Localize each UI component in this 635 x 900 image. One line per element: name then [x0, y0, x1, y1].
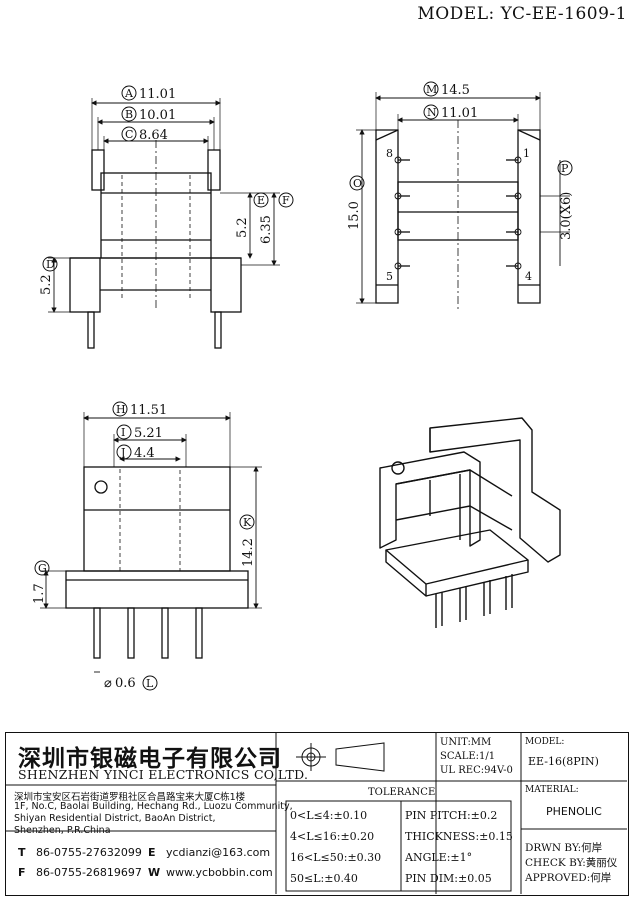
svg-text:B: B: [125, 108, 133, 121]
tolerance-title: TOLERANCE: [368, 787, 436, 798]
dim-f-value: 6.35: [259, 215, 274, 244]
angle-tolerance: ANGLE:±1°: [405, 851, 473, 864]
dim-d-value: 5.2: [39, 274, 54, 295]
technical-drawing: A 11.01 B 10.01 C 8.64 E 5.2 F 6.35 D 5.…: [32, 81, 574, 691]
address-cn: 深圳市宝安区石岩街道罗租社区合昌路宝来大厦C栋1楼: [14, 792, 246, 803]
svg-text:D: D: [46, 258, 55, 271]
drawing-model-label: MODEL: YC-EE-1609-1: [417, 4, 627, 24]
dim-j-value: 4.4: [134, 446, 155, 461]
approved-by: APPROVED:何岸: [525, 872, 612, 884]
address-en-line2: Shiyan Residential District, BaoAn Distr…: [14, 813, 216, 824]
svg-text:O: O: [353, 177, 362, 190]
svg-text:P: P: [561, 162, 569, 175]
pin-label-4: 4: [525, 270, 532, 283]
fax-label: F: [18, 866, 26, 879]
dim-c-value: 8.64: [139, 128, 168, 143]
front-view: [48, 98, 280, 349]
email-label: E: [148, 846, 156, 859]
web-address: www.ycbobbin.com: [166, 866, 273, 879]
thickness-tolerance: THICKNESS:±0.15: [405, 830, 513, 843]
svg-text:L: L: [146, 677, 154, 690]
dim-l-value: 0.6: [115, 676, 136, 691]
tolerance-row-4: 50≤L:±0.40: [290, 872, 358, 885]
projection-symbol-icon: [296, 742, 385, 772]
tel-number: 86-0755-27632099: [36, 846, 142, 859]
dim-n-value: 11.01: [441, 106, 478, 121]
pin-label-1: 1: [523, 147, 530, 160]
tolerance-row-3: 16<L≤50:±0.30: [290, 851, 382, 864]
dim-h-value: 11.51: [130, 403, 167, 418]
web-label: W: [148, 866, 161, 879]
pin-label-8: 8: [386, 147, 393, 160]
svg-text:G: G: [38, 562, 47, 575]
address-en-line3: Shenzhen, P.R.China: [14, 825, 111, 836]
model-label: MODEL:: [525, 737, 565, 747]
dim-m-value: 14.5: [441, 83, 470, 98]
dim-o-value: 15.0: [347, 201, 362, 230]
dim-i-value: 5.21: [134, 426, 163, 441]
material-value: PHENOLIC: [546, 805, 602, 818]
side-view-labels: H 11.51 I 5.21 J 4.4 K 14.2 G 1.7 ⌀ 0.6 …: [32, 401, 256, 691]
top-view: [356, 92, 570, 310]
drawn-by: DRWN BY:何岸: [525, 842, 603, 854]
svg-text:J: J: [120, 446, 125, 459]
dim-a-value: 11.01: [139, 87, 176, 102]
tolerance-row-2: 4<L≤16:±0.20: [290, 830, 375, 843]
side-view: [40, 412, 262, 673]
isometric-view: [379, 417, 561, 628]
dim-b-value: 10.01: [139, 108, 176, 123]
dim-g-value: 1.7: [32, 583, 47, 604]
pin-label-5: 5: [386, 270, 393, 283]
svg-text:C: C: [125, 128, 133, 141]
svg-text:N: N: [427, 106, 437, 119]
title-block: 深圳市银磁电子有限公司 SHENZHEN YINCI ELECTRONICS C…: [5, 732, 629, 896]
fax-number: 86-0755-26819697: [36, 866, 142, 879]
tolerance-row-1: 0<L≤4:±0.10: [290, 809, 368, 822]
svg-text:H: H: [116, 403, 126, 416]
title-block-grid: [6, 733, 627, 894]
svg-text:A: A: [124, 87, 134, 100]
checked-by: CHECK BY:黄丽仪: [525, 857, 618, 869]
address-en-line1: 1F, No.C, Baolai Building, Hechang Rd., …: [14, 801, 293, 812]
svg-text:⌀: ⌀: [104, 676, 112, 691]
model-value: EE-16(8PIN): [528, 755, 599, 768]
dim-p-value: 3.0(X6): [559, 192, 574, 240]
pin-dim-tolerance: PIN DIM:±0.05: [405, 872, 492, 885]
dim-k-value: 14.2: [241, 538, 256, 567]
company-name-en: SHENZHEN YINCI ELECTRONICS CO,LTD.: [18, 767, 309, 782]
ul-rec-label: UL REC:94V-0: [440, 765, 513, 776]
pin-pitch-tolerance: PIN PITCH:±0.2: [405, 809, 498, 822]
svg-text:E: E: [257, 194, 265, 207]
email-address: ycdianzi@163.com: [166, 846, 271, 859]
unit-label: UNIT:MM: [440, 737, 492, 748]
top-view-labels: M 14.5 N 11.01 O 15.0 P 3.0(X6) 8 1 5 4: [347, 81, 574, 283]
front-view-labels: A 11.01 B 10.01 C 8.64 E 5.2 F 6.35 D 5.…: [39, 85, 294, 295]
svg-text:I: I: [121, 426, 125, 439]
dim-e-value: 5.2: [235, 217, 250, 238]
svg-text:K: K: [243, 516, 252, 529]
svg-text:F: F: [282, 194, 290, 207]
svg-text:M: M: [426, 83, 437, 96]
material-label: MATERIAL:: [525, 785, 579, 795]
scale-label: SCALE:1/1: [440, 751, 496, 762]
company-name-cn: 深圳市银磁电子有限公司: [18, 745, 282, 772]
tel-label: T: [18, 846, 26, 859]
